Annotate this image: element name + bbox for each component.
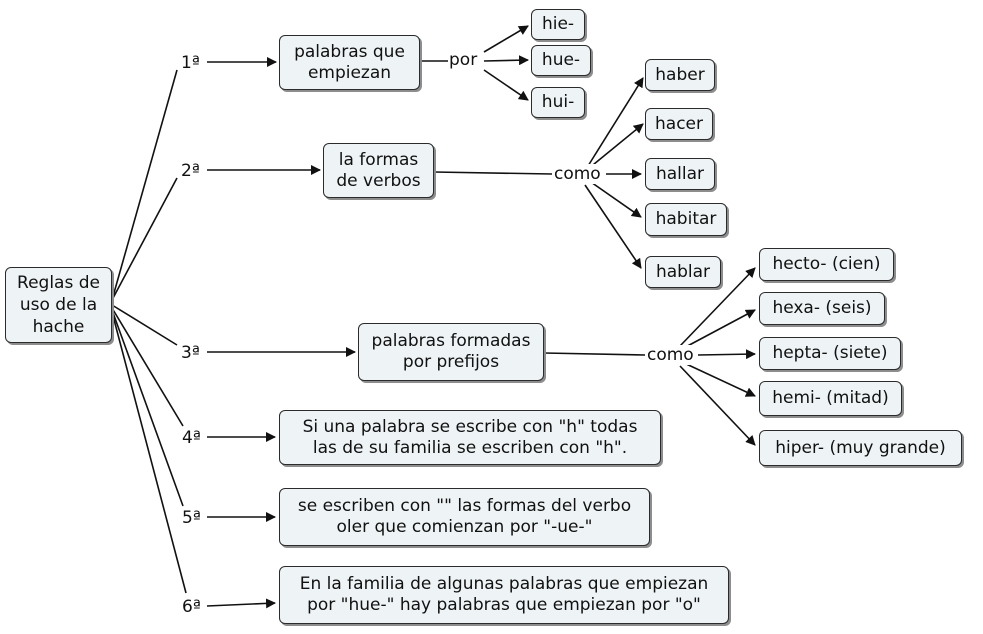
rule-1-box[interactable]: palabras que empiezan [279,35,420,90]
prefix-node-hue[interactable]: hue- [531,45,591,76]
link-box3-como [543,352,646,356]
arrow-como-haber [587,77,644,167]
prefix-node-hepta[interactable]: hepta- (siete) [759,337,901,370]
rule-1-connector: por [448,50,479,70]
arrow-como-hexa [679,309,756,351]
rule-3-connector: como [646,345,695,365]
verb-node-hablar[interactable]: hablar [645,256,721,288]
verb-node-hallar[interactable]: hallar [645,158,715,190]
link-root-rule-3 [111,304,178,346]
link-root-rule-1 [111,69,178,301]
link-box2-como [433,171,553,175]
rule-6-ordinal: 6ª [181,597,202,617]
prefix-node-hiper[interactable]: hiper- (muy grande) [759,430,962,466]
rule-5-ordinal: 5ª [181,508,202,528]
root-concept-box[interactable]: Reglas de uso de la hache [5,267,112,343]
arrow-como-hecto [679,267,756,347]
link-root-rule-5 [111,309,184,507]
link-root-rule-2 [111,177,178,301]
arrow-como-habitar [587,179,642,218]
prefix-node-hecto[interactable]: hecto- (cien) [759,248,894,281]
verb-node-habitar[interactable]: habitar [645,203,727,236]
arrow-por-hie [483,25,529,53]
arrow-por-hui [483,69,529,101]
rule-5-box[interactable]: se escriben con "" las formas del verbo … [279,488,650,546]
prefix-node-hexa[interactable]: hexa- (seis) [759,292,885,325]
prefix-node-hie[interactable]: hie- [531,9,585,40]
rule-2-ordinal: 2ª [180,161,201,181]
rule-1-ordinal: 1ª [180,53,201,73]
arrow-como-hablar [584,184,642,269]
rule-2-box[interactable]: la formas de verbos [323,143,434,198]
verb-node-hacer[interactable]: hacer [645,108,713,140]
arrow-rule-6 [206,598,276,609]
link-root-rule-4 [111,307,184,427]
arrow-como-hemi [681,361,756,397]
rule-6-box[interactable]: En la familia de algunas palabras que em… [279,566,729,624]
prefix-node-hemi[interactable]: hemi- (mitad) [759,381,902,416]
arrow-como-hacer [587,123,644,170]
rule-3-box[interactable]: palabras formadas por prefijos [358,323,544,381]
link-root-rule-6 [111,311,187,594]
arrow-como-hepta [697,349,756,360]
arrow-por-hue [483,55,529,66]
rule-3-ordinal: 3ª [180,343,201,363]
prefix-node-hui[interactable]: hui- [531,87,585,118]
rule-4-ordinal: 4ª [181,428,202,448]
verb-node-haber[interactable]: haber [645,59,715,91]
arrow-como-hiper [679,365,756,446]
rule-2-connector: como [553,164,602,184]
rule-4-box[interactable]: Si una palabra se escribe con "h" todas … [279,410,661,465]
